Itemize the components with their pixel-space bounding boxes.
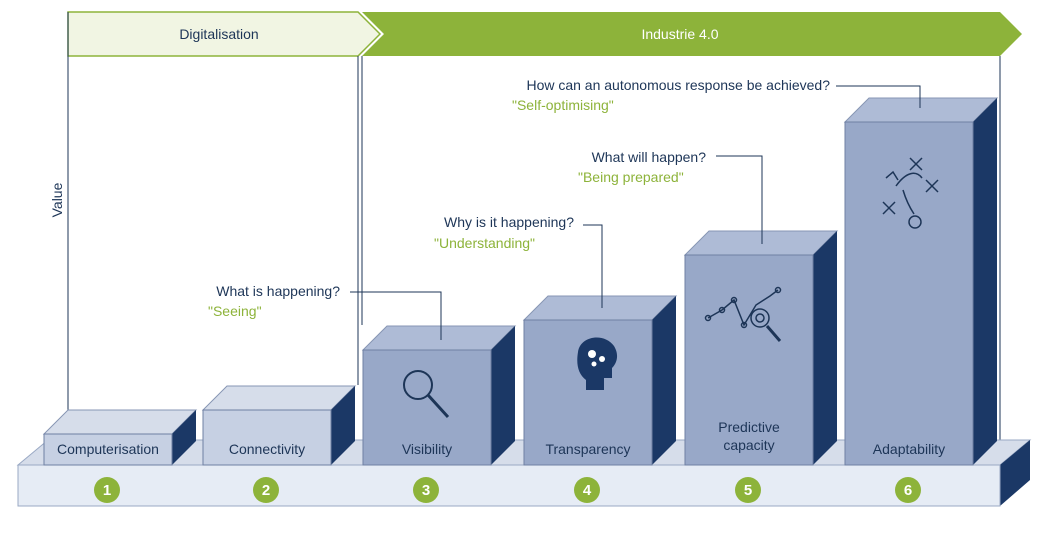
digitalisation-label: Digitalisation (179, 26, 258, 42)
callout-stage-4: Why is it happening? "Understanding" (434, 214, 603, 308)
stage-box-3: Visibility (361, 325, 517, 466)
number-circle (574, 477, 600, 503)
stage-label: Visibility (402, 441, 452, 457)
stage-box-side (973, 98, 997, 465)
stage-boxes: Computerisation Connectivity Visibility Tra… (42, 97, 999, 466)
stage-box-side (652, 296, 676, 465)
stage-box-front (43, 433, 173, 466)
stage-box-front (202, 409, 332, 466)
industrie-label: Industrie 4.0 (641, 26, 718, 42)
stage-box-2: Connectivity (201, 385, 357, 466)
stage-number-4: 4 (574, 477, 600, 503)
callout-stage-5: What will happen? "Being prepared" (578, 149, 763, 244)
stage-label: Predictive (718, 419, 780, 435)
stage-box-side (491, 326, 515, 465)
callout-answer: "Being prepared" (578, 169, 684, 185)
stage-box-top (522, 295, 678, 321)
stage-box-side (172, 410, 196, 465)
strategy-play-icon (882, 157, 939, 229)
callout-stage-6: How can an autonomous response be achiev… (512, 77, 921, 113)
stage-box-top (201, 385, 357, 411)
number-circle (735, 477, 761, 503)
stage-box-top (683, 230, 839, 256)
stage-number-2: 2 (253, 477, 279, 503)
number-circle (895, 477, 921, 503)
callout-question: How can an autonomous response be achiev… (526, 77, 830, 93)
predictive-graph-icon (704, 286, 782, 342)
callout-connector (350, 291, 442, 340)
number-label: 6 (904, 482, 912, 499)
callout-connector (836, 85, 921, 108)
number-circle (253, 477, 279, 503)
number-circle (413, 477, 439, 503)
stage-box-top (42, 409, 198, 435)
stage-label: Adaptability (873, 441, 945, 457)
number-label: 4 (583, 482, 592, 499)
magnifier-icon (403, 370, 450, 419)
stage-box-side (331, 386, 355, 465)
number-label: 5 (744, 482, 752, 499)
callout-stage-3: What is happening? "Seeing" (208, 283, 442, 340)
stage-label: Connectivity (229, 441, 305, 457)
value-axis-label: Value (49, 182, 65, 217)
number-label: 2 (262, 482, 270, 499)
industrie-band: Industrie 4.0 (362, 12, 1022, 56)
stage-box-1: Computerisation (42, 409, 198, 466)
stage-box-6: Adaptability (843, 97, 999, 466)
stage-box-front (362, 349, 492, 466)
callout-answer: "Understanding" (434, 235, 535, 251)
callout-question: Why is it happening? (444, 214, 574, 230)
number-label: 3 (422, 482, 430, 499)
callout-connector (716, 155, 763, 244)
stage-callouts: What is happening? "Seeing" Why is it happ… (208, 77, 921, 340)
stage-number-6: 6 (895, 477, 921, 503)
stage-box-front (844, 121, 974, 466)
digitalisation-band: Digitalisation (67, 11, 382, 57)
stage-box-side (813, 231, 837, 465)
stage-numbers: 1 2 3 4 5 6 (94, 477, 921, 503)
stage-label: capacity (723, 437, 774, 453)
stage-number-5: 5 (735, 477, 761, 503)
callout-answer: "Self-optimising" (512, 97, 614, 113)
stage-number-3: 3 (413, 477, 439, 503)
stage-box-top (361, 325, 517, 351)
stage-box-front (684, 254, 814, 466)
stage-box-5: Predictive capacity (683, 230, 839, 466)
callout-question: What is happening? (216, 283, 340, 299)
stage-box-top (843, 97, 999, 123)
number-label: 1 (103, 482, 111, 499)
callout-answer: "Seeing" (208, 303, 262, 319)
callout-connector (583, 224, 603, 308)
head-gears-icon (577, 337, 618, 390)
stage-number-1: 1 (94, 477, 120, 503)
stage-label: Transparency (545, 441, 630, 457)
callout-question: What will happen? (592, 149, 707, 165)
stage-label: Computerisation (57, 441, 159, 457)
number-circle (94, 477, 120, 503)
